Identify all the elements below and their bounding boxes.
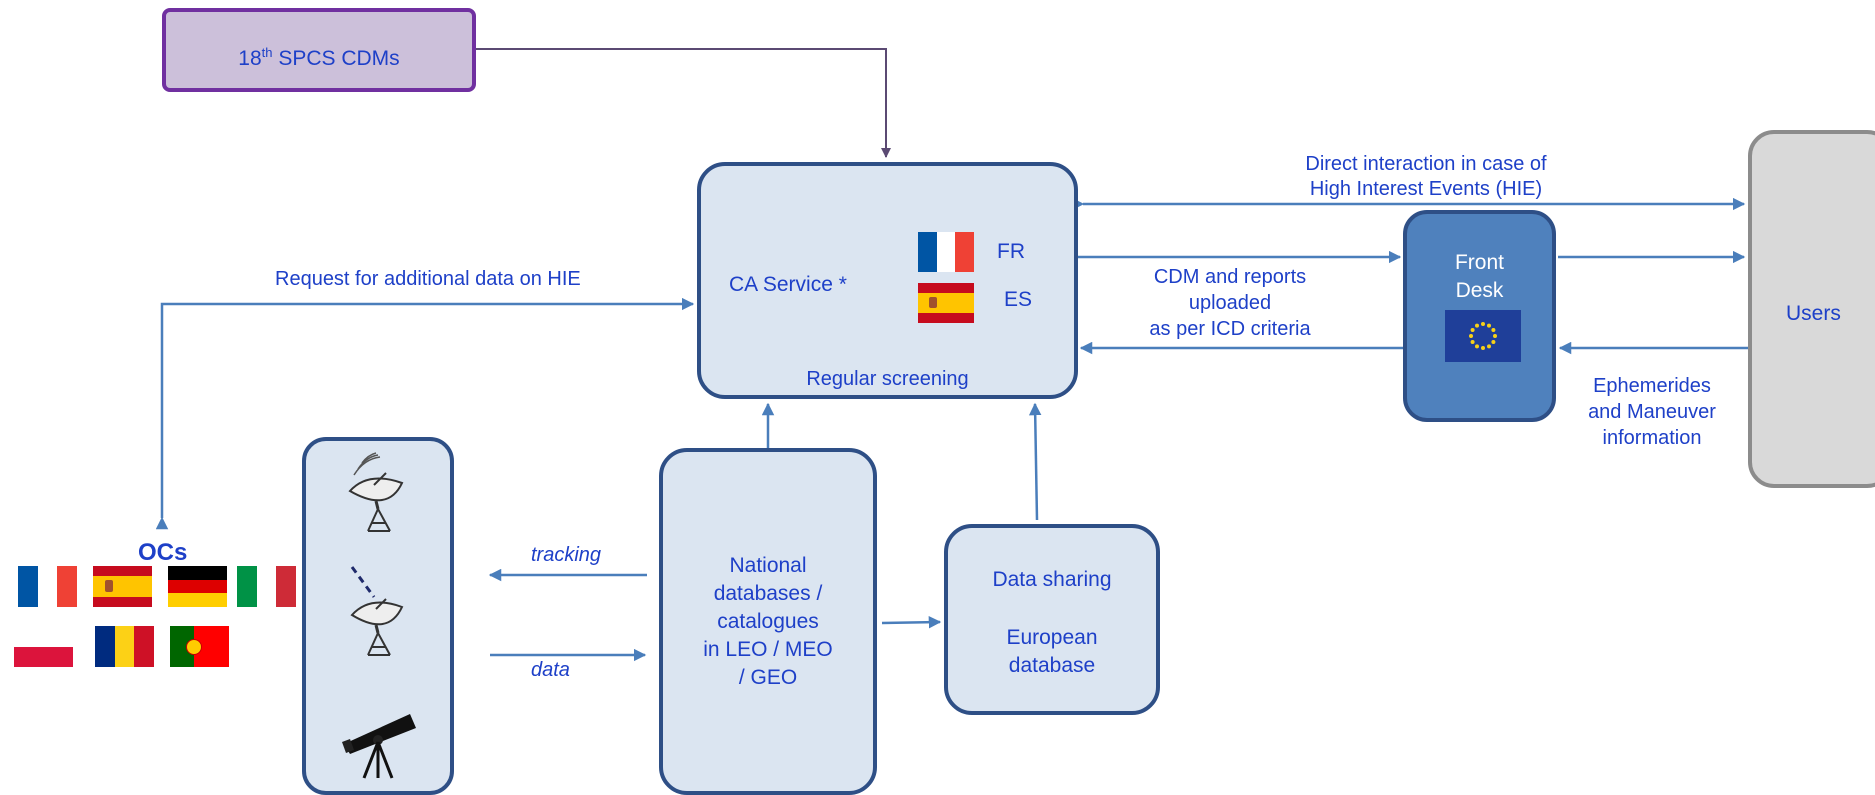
label-direct-line2: High Interest Events (HIE) bbox=[1309, 178, 1543, 200]
spcs-prefix: 18 bbox=[238, 47, 262, 70]
ca-service-box: CA Service * FR ES Regular screening bbox=[697, 162, 1078, 399]
label-data: data bbox=[531, 659, 570, 681]
flag-germany-icon bbox=[168, 566, 227, 607]
label-cdm-line1: CDM and reports bbox=[1153, 266, 1307, 288]
flag-portugal-icon bbox=[170, 626, 229, 667]
stations-box bbox=[302, 437, 454, 795]
arrow-datasharing-to-ca bbox=[1028, 402, 1042, 521]
data-sharing-line3: database bbox=[1008, 654, 1096, 677]
spcs-sup: th bbox=[261, 45, 273, 60]
spcs-cdms-label: 18th SPCS CDMs bbox=[166, 39, 472, 72]
spcs-suffix: SPCS CDMs bbox=[272, 47, 400, 70]
arrow-request-additional-data bbox=[155, 297, 695, 530]
flag-france-icon bbox=[18, 566, 77, 607]
users-box: Users bbox=[1748, 130, 1875, 488]
flag-romania-icon bbox=[95, 626, 154, 667]
users-label: Users bbox=[1786, 302, 1841, 325]
national-databases-box: National databases / catalogues in LEO /… bbox=[659, 448, 877, 795]
flag-poland-icon bbox=[14, 626, 73, 667]
national-db-line3: catalogues bbox=[717, 610, 819, 633]
label-cdm-line3: as per ICD criteria bbox=[1149, 318, 1311, 340]
national-db-line4: in LEO / MEO bbox=[703, 638, 833, 661]
arrow-spcs-to-ca bbox=[476, 48, 891, 158]
national-db-line2: databases / bbox=[713, 582, 823, 605]
national-db-line5: / GEO bbox=[738, 666, 798, 689]
ca-fr-label: FR bbox=[997, 240, 1025, 263]
flag-spain-icon bbox=[918, 283, 974, 323]
front-desk-line2: Desk bbox=[1455, 279, 1504, 302]
flag-italy-icon bbox=[237, 566, 296, 607]
front-desk-box: Front Desk bbox=[1403, 210, 1556, 422]
ocs-label: OCs bbox=[138, 539, 188, 566]
ca-service-title: CA Service * bbox=[729, 273, 847, 296]
data-sharing-box: Data sharing European database bbox=[944, 524, 1160, 715]
label-ephemerides-line1: Ephemerides bbox=[1593, 375, 1711, 397]
arrow-national-to-datasharing bbox=[881, 615, 942, 629]
ca-es-label: ES bbox=[1004, 288, 1033, 311]
spcs-cdms-box: 18th SPCS CDMs bbox=[162, 8, 476, 92]
flag-spain-icon bbox=[93, 566, 152, 607]
label-ephemerides-line3: information bbox=[1602, 427, 1702, 449]
label-ephemerides-line2: and Maneuver bbox=[1588, 401, 1716, 423]
national-db-line1: National bbox=[729, 554, 807, 577]
label-cdm-line2: uploaded bbox=[1188, 292, 1272, 314]
data-sharing-line1: Data sharing bbox=[992, 568, 1112, 591]
telescope-icon bbox=[342, 714, 416, 779]
satellite-dish-icon bbox=[348, 452, 404, 532]
satellite-dish-icon bbox=[350, 566, 404, 656]
flag-france-icon bbox=[918, 232, 974, 272]
label-request-additional-data: Request for additional data on HIE bbox=[275, 268, 581, 290]
eu-flag-icon bbox=[1445, 310, 1521, 362]
label-direct-line1: Direct interaction in case of bbox=[1305, 153, 1547, 175]
ca-service-footer: Regular screening bbox=[806, 368, 969, 390]
front-desk-line1: Front bbox=[1454, 251, 1504, 274]
label-tracking: tracking bbox=[531, 544, 602, 566]
data-sharing-line2: European bbox=[1006, 626, 1098, 649]
